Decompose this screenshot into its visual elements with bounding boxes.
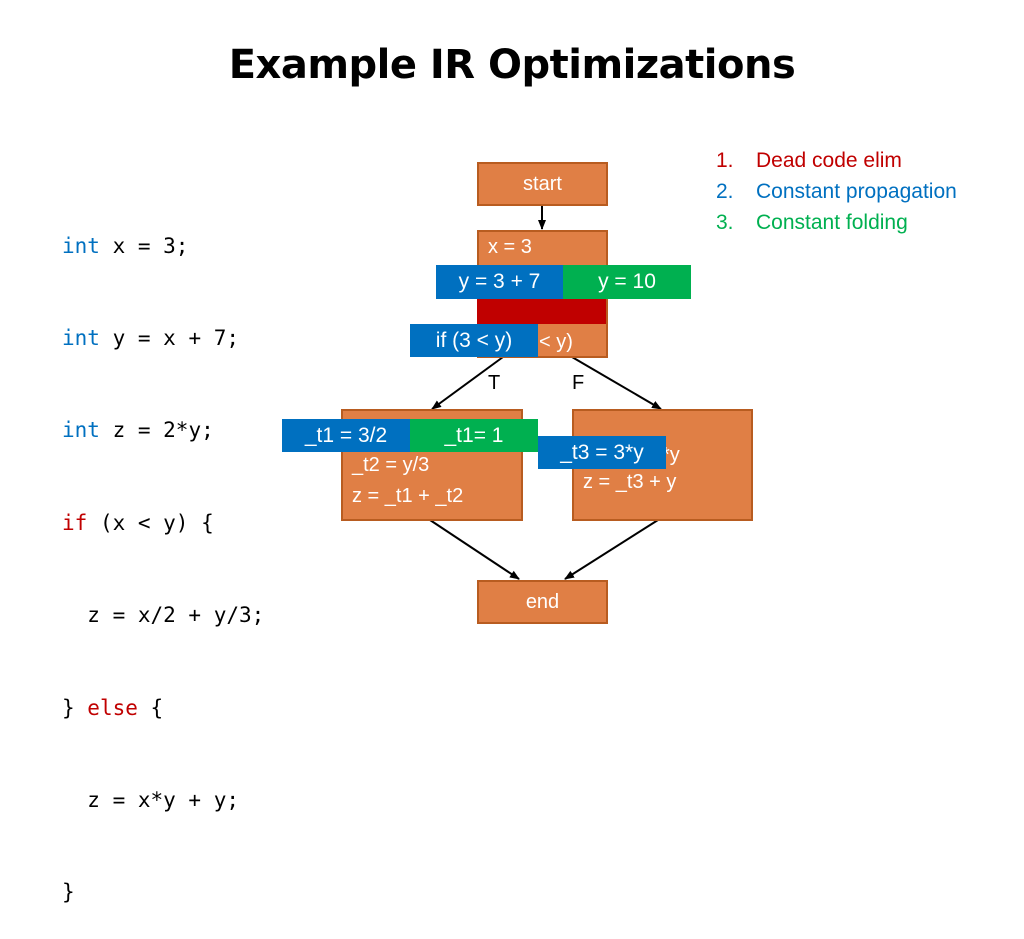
true-line-z: z = _t1 + _t2 xyxy=(352,485,464,507)
propagation-t1-band: _t1 = 3/2 xyxy=(282,419,410,452)
end-label: end xyxy=(525,591,560,613)
code-text: x = 3; xyxy=(99,233,189,258)
edge-label-false: F xyxy=(572,372,585,394)
entry-line-x: x = 3 xyxy=(488,236,532,258)
legend-number: 1. xyxy=(716,149,734,172)
propagation-if-band: if (3 < y) xyxy=(410,324,538,357)
propagation-y-band: y = 3 + 7 xyxy=(436,265,563,299)
code-line-2: int y = x + 7; xyxy=(62,323,264,354)
code-text: z = 2*y; xyxy=(99,418,214,443)
false-hidden-tail: *y xyxy=(662,444,680,466)
keyword-int: int xyxy=(62,233,100,258)
edge-true xyxy=(431,356,504,410)
code-line-6: } else { xyxy=(62,693,264,724)
code-text: (x < y) { xyxy=(87,510,214,535)
code-text: } xyxy=(62,695,88,720)
folding-y-band: y = 10 xyxy=(563,265,691,299)
keyword-else: else xyxy=(87,695,138,720)
code-line-8: } xyxy=(62,877,264,908)
folding-t1-band: _t1= 1 xyxy=(410,419,538,452)
cfg-edges xyxy=(429,206,662,580)
end-block: end xyxy=(477,580,608,624)
code-text: y = x + 7; xyxy=(99,325,240,350)
code-line-4: if (x < y) { xyxy=(62,508,264,539)
start-block: start xyxy=(477,162,608,206)
entry-hidden-tail: < y) xyxy=(539,331,573,353)
code-line-5: z = x/2 + y/3; xyxy=(62,600,264,631)
true-line-t2: _t2 = y/3 xyxy=(352,454,430,476)
edge-label-true: T xyxy=(488,372,501,394)
legend-item-propagation: 2. Constant propagation xyxy=(716,176,957,207)
code-line-3: int z = 2*y; xyxy=(62,415,264,446)
code-line-7: z = x*y + y; xyxy=(62,785,264,816)
code-text: } xyxy=(62,880,75,905)
keyword-int: int xyxy=(62,325,100,350)
edge-true-to-end xyxy=(429,519,520,580)
legend-label: Constant folding xyxy=(756,211,908,234)
edge-false xyxy=(571,356,662,410)
code-text: { xyxy=(137,695,164,720)
code-line-1: int x = 3; xyxy=(62,231,264,262)
keyword-if: if xyxy=(62,510,88,535)
false-line-z: z = _t3 + y xyxy=(583,471,677,493)
optimization-legend: 1.Dead code elim 2.Constant propagation … xyxy=(716,145,957,238)
legend-label: Constant propagation xyxy=(756,180,957,203)
legend-number: 2. xyxy=(716,180,734,203)
code-text: z = x*y + y; xyxy=(62,787,240,812)
start-label: start xyxy=(523,173,562,195)
dead-code-band xyxy=(477,299,606,324)
legend-item-folding: 3. Constant folding xyxy=(716,207,957,238)
legend-item-dead-code: 1. Dead code elim xyxy=(716,145,957,176)
keyword-int: int xyxy=(62,418,100,443)
slide-title: Example IR Optimizations xyxy=(228,42,796,88)
legend-label: Dead code elim xyxy=(756,149,902,172)
legend-number: 3. xyxy=(716,211,734,234)
propagation-t3-band: _t3 = 3*y xyxy=(538,436,666,469)
edge-false-to-end xyxy=(564,519,659,580)
code-text: z = x/2 + y/3; xyxy=(62,603,265,628)
